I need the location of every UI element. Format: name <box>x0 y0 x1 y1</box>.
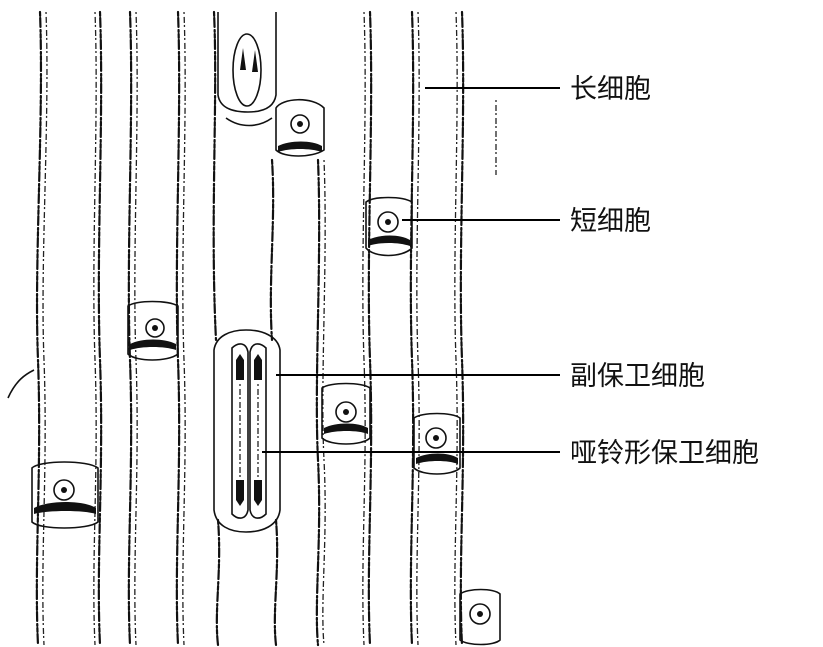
cell-wall <box>454 11 458 646</box>
stoma-top <box>217 12 277 127</box>
cell-wall <box>212 10 218 342</box>
cell-wall <box>322 159 326 646</box>
cell-wall <box>367 10 373 647</box>
cell-wall <box>315 158 321 647</box>
cell-wall <box>215 518 221 647</box>
cell-wall <box>459 10 465 647</box>
short-cell <box>459 588 501 646</box>
subsidiary-cell-outline <box>213 329 281 533</box>
guard-cell-right <box>249 343 267 519</box>
short-cell <box>321 382 371 445</box>
cell-wall <box>97 10 103 647</box>
short-cell <box>31 461 99 529</box>
label-short-cell: 短细胞 <box>570 206 651 237</box>
cell-wall <box>182 11 186 646</box>
cell-wall <box>134 11 138 646</box>
short-cell <box>413 412 461 475</box>
short-cell <box>127 300 179 361</box>
leader-lines <box>262 87 560 453</box>
label-dumbbell-guard-cell: 哑铃形保卫细胞 <box>570 438 759 469</box>
cell-wall <box>93 11 97 646</box>
cell-wall <box>127 10 133 647</box>
cell-wall <box>42 11 48 646</box>
cell-wall <box>409 10 415 647</box>
stoma-complex <box>213 329 281 533</box>
label-subsidiary-cell: 副保卫细胞 <box>570 361 705 392</box>
short-cell <box>365 196 413 257</box>
cell-walls <box>35 10 497 647</box>
short-cell <box>275 98 325 157</box>
wall-fragment <box>7 369 35 399</box>
cell-wall <box>273 518 279 647</box>
label-long-cell: 长细胞 <box>570 74 651 105</box>
cell-wall <box>35 10 43 647</box>
cell-wall <box>416 11 420 646</box>
cell-wall <box>269 158 275 342</box>
cell-wall <box>175 10 181 647</box>
cell-wall <box>362 11 366 646</box>
guard-cell-left <box>231 343 249 519</box>
